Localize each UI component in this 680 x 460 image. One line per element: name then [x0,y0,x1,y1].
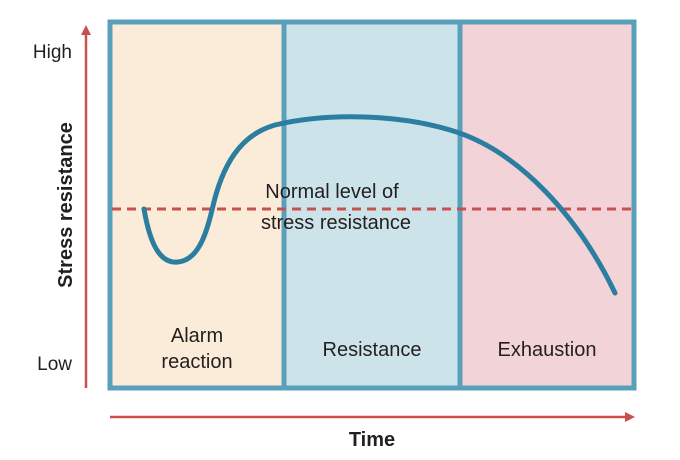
plot-frame [107,19,637,391]
stage-label-alarm-line2: reaction [161,351,232,373]
y-axis-low-label: Low [37,354,72,375]
baseline-label-line1: Normal level of [265,181,399,203]
y-axis-high-label: High [33,42,72,63]
stage-label-resistance: Resistance [323,339,422,361]
stress-resistance-curve [141,114,618,296]
stage-label-exhaustion: Exhaustion [498,339,597,361]
stage-panel-resistance [284,22,460,388]
stage-panel-alarm [110,22,284,388]
x-axis-title: Time [349,429,395,451]
stage-label-alarm-line1: Alarm [171,325,223,347]
baseline-label-line2: stress resistance [261,212,411,234]
y-axis-title: Stress resistance [55,122,77,288]
stage-panel-exhaustion [460,22,634,388]
